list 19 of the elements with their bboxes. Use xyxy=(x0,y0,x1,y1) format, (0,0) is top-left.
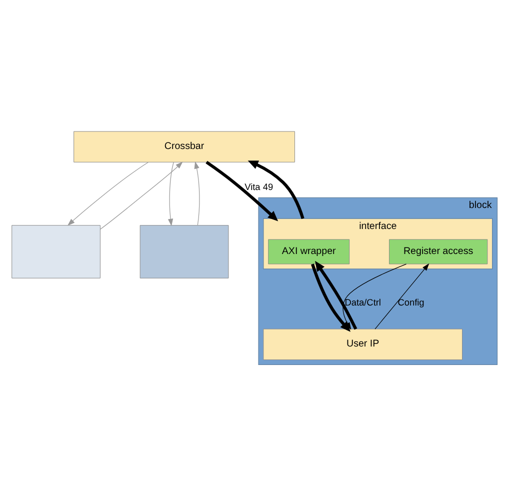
arrow xyxy=(205,160,278,221)
arrow xyxy=(314,260,357,330)
node-box: User IP xyxy=(262,328,462,360)
edge-label: Config xyxy=(397,297,424,308)
node-box xyxy=(11,224,100,278)
arrow xyxy=(66,161,148,226)
edge-label: Vita 49 xyxy=(244,181,273,192)
arrow xyxy=(167,161,174,226)
arrow xyxy=(374,262,429,329)
arrow xyxy=(342,263,406,330)
node-box: Crossbar xyxy=(73,130,294,162)
arrow xyxy=(100,161,182,230)
node-box: AXI wrapper xyxy=(268,238,350,264)
node-box: Register access xyxy=(388,238,488,264)
edge-label: Data/Ctrl xyxy=(344,297,380,308)
arrow xyxy=(310,263,350,332)
arrow xyxy=(194,160,200,226)
arrow xyxy=(247,160,304,219)
node-box xyxy=(139,224,228,278)
